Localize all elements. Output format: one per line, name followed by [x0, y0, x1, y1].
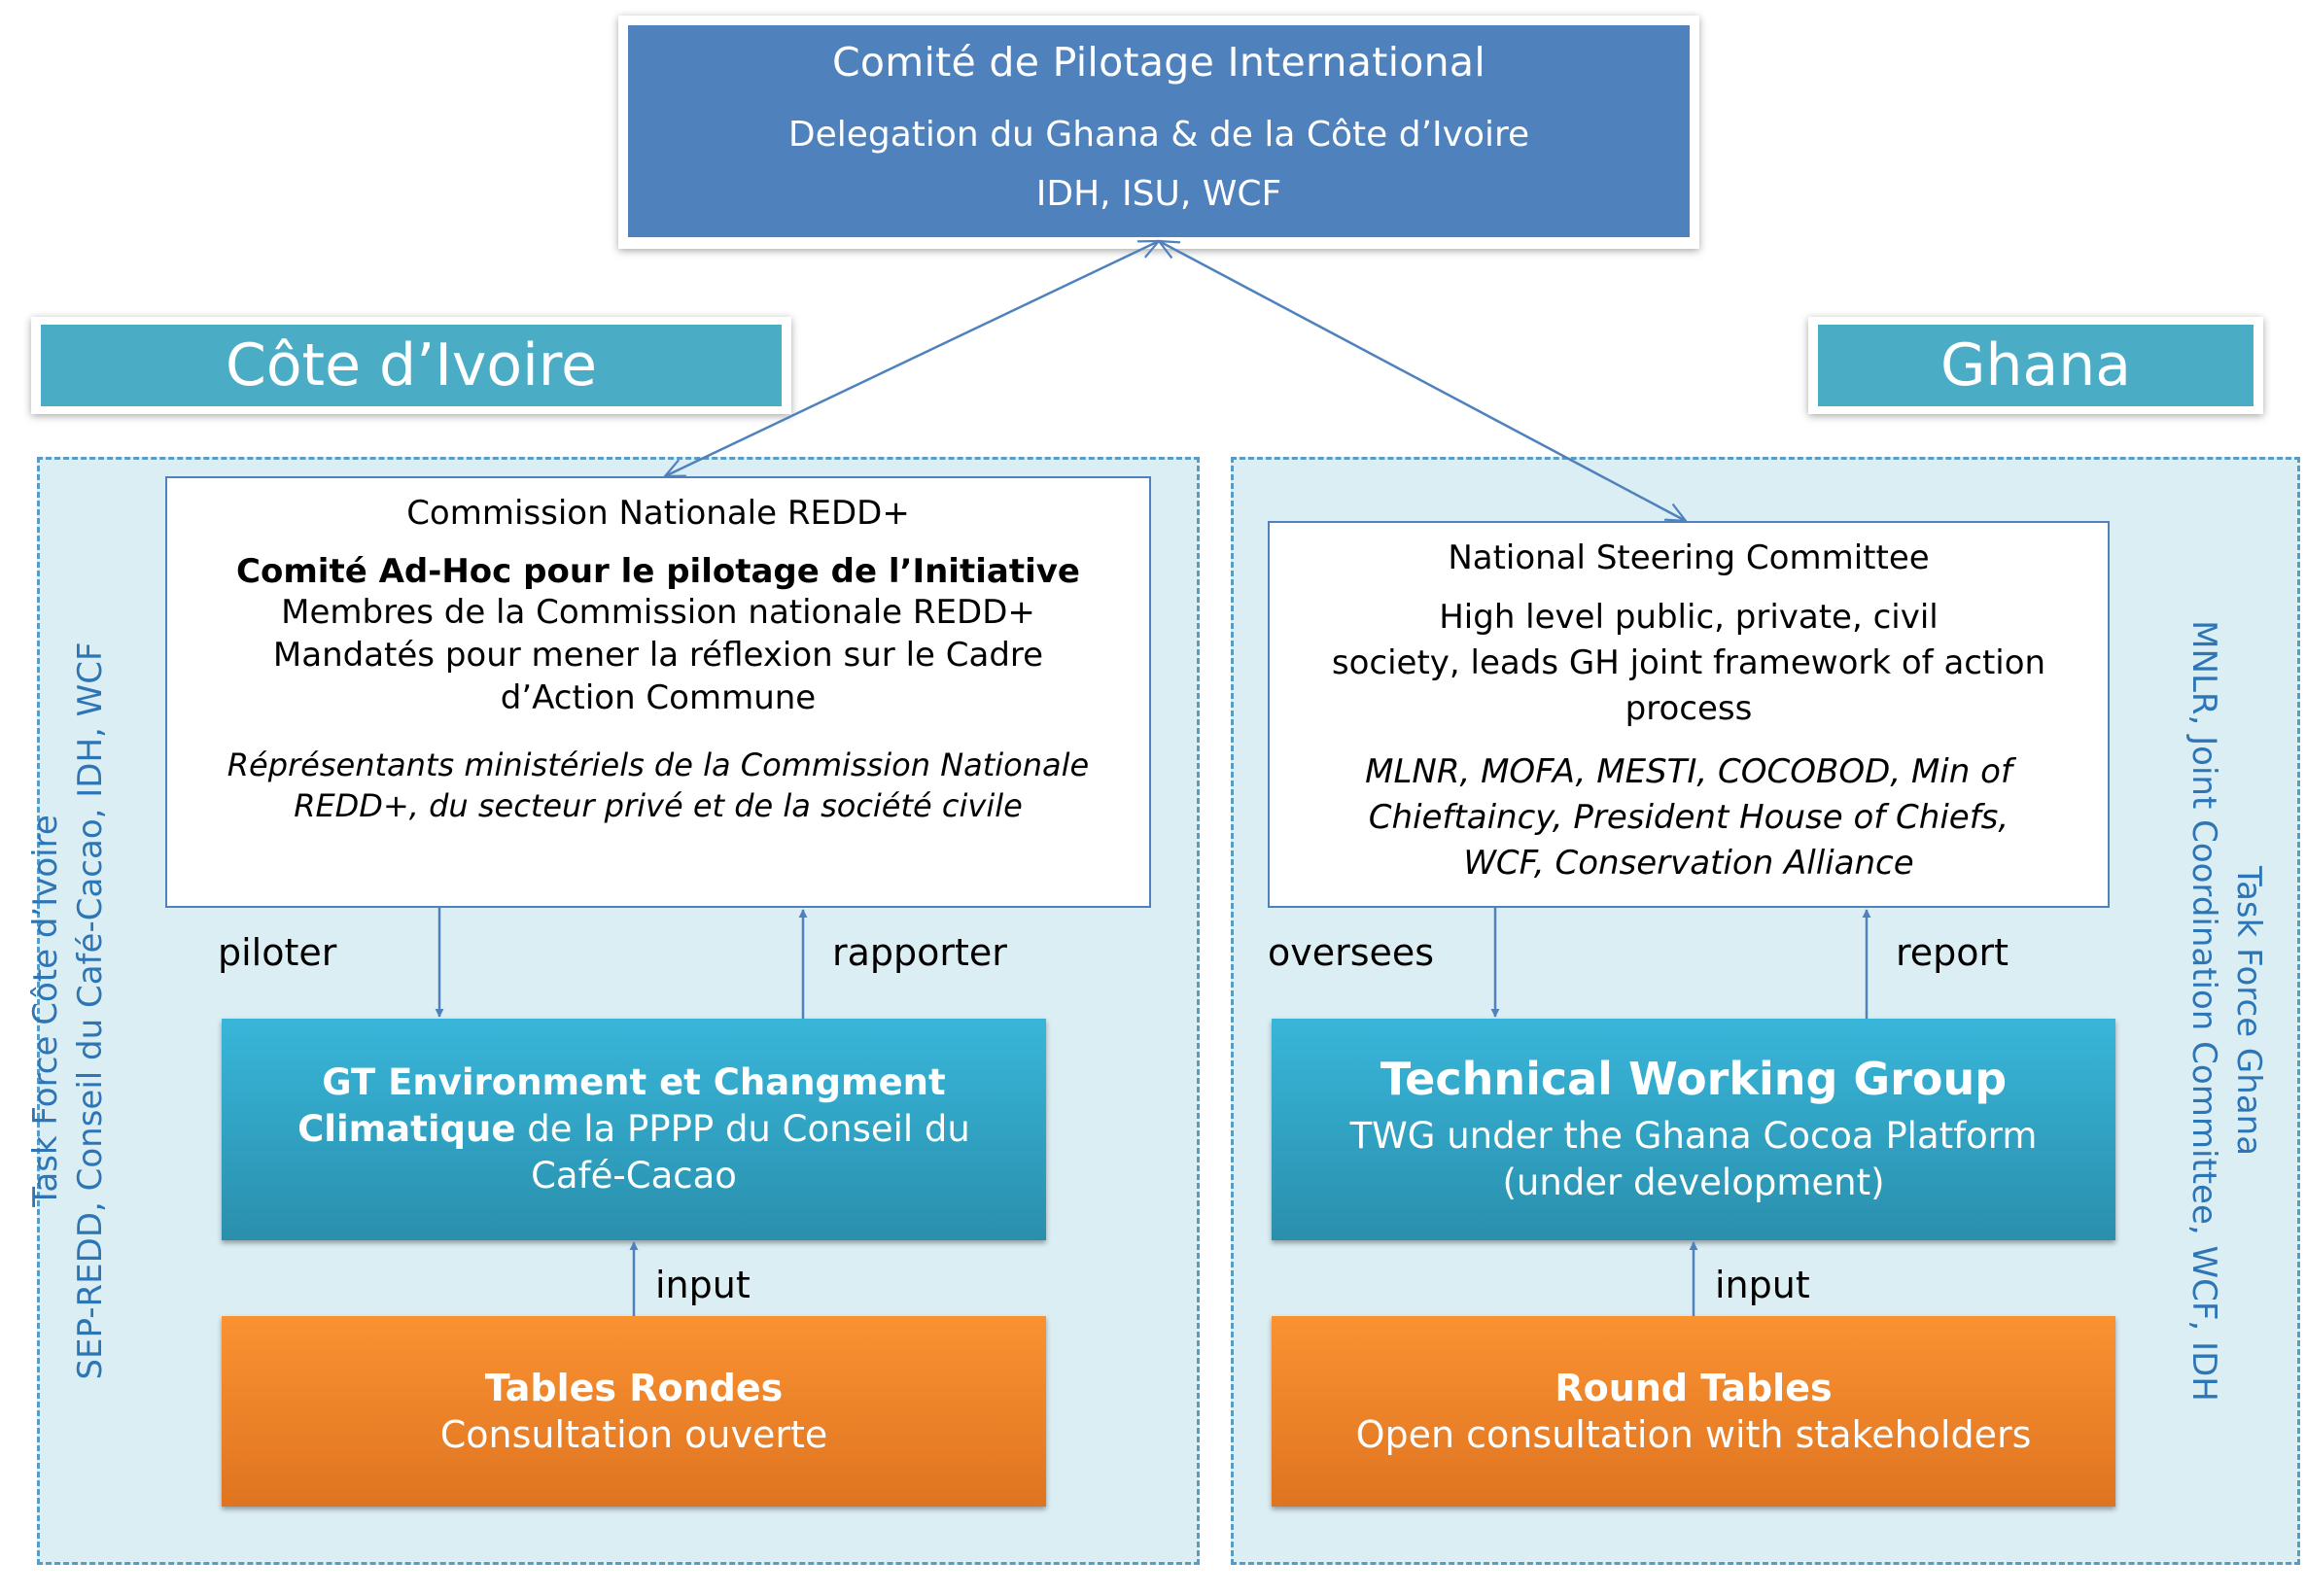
report-label: report	[1896, 931, 2009, 974]
international-steering-committee-box: Comité de Pilotage International Delegat…	[628, 25, 1690, 237]
gt-environment-working-group-box: GT Environment et Changment Climatique d…	[222, 1019, 1046, 1240]
commission-heading: Commission Nationale REDD+	[406, 494, 910, 533]
steering-committee-line-2: society, leads GH joint framework of act…	[1331, 643, 2046, 682]
arrow-top-to-gh	[1159, 241, 1686, 521]
steering-committee-line-3: process	[1625, 689, 1753, 728]
steering-committee-italic-line-1: MLNR, MOFA, MESTI, COCOBOD, Min of	[1365, 752, 2012, 791]
twg-line-1: TWG under the Ghana Cocoa Platform	[1349, 1115, 2038, 1157]
steering-committee-lines: High level public, private, civil societ…	[1332, 595, 2045, 732]
gh-input-label: input	[1715, 1264, 1810, 1306]
gt-line-1: GT Environment et Changment	[322, 1059, 945, 1106]
gt-line-2: Climatique de la PPPP du Conseil du	[297, 1106, 970, 1153]
national-steering-committee-box: National Steering Committee High level p…	[1268, 521, 2110, 908]
piloter-label: piloter	[218, 931, 337, 974]
steering-committee-italic-line-2: Chieftaincy, President House of Chiefs,	[1368, 798, 2009, 837]
international-committee-delegation: Delegation du Ghana & de la Côte d’Ivoir…	[787, 115, 1530, 155]
international-committee-members: IDH, ISU, WCF	[1035, 174, 1282, 214]
ghana-label: Ghana	[1818, 325, 2254, 406]
commission-line-3: d’Action Commune	[500, 678, 817, 717]
tables-rondes-title: Tables Rondes	[484, 1367, 784, 1409]
international-committee-title: Comité de Pilotage International	[831, 39, 1486, 86]
technical-working-group-box: Technical Working Group TWG under the Gh…	[1272, 1019, 2115, 1240]
oversees-label: oversees	[1268, 931, 1435, 974]
steering-committee-heading: National Steering Committee	[1448, 538, 1930, 577]
twg-line-2: (under development)	[1502, 1162, 1885, 1203]
commission-line-2: Mandatés pour mener la réflexion sur le …	[272, 636, 1044, 675]
round-tables-box: Round Tables Open consultation with stak…	[1272, 1316, 2115, 1507]
round-tables-subtitle: Open consultation with stakeholders	[1355, 1413, 2032, 1456]
twg-title: Technical Working Group	[1380, 1053, 2008, 1105]
commission-italic-line-2: REDD+, du secteur privé et de la société…	[294, 787, 1023, 824]
cote-divoire-label: Côte d’Ivoire	[41, 325, 782, 406]
gt-rest-2: de la PPPP du Conseil du	[515, 1108, 970, 1150]
round-tables-title: Round Tables	[1555, 1367, 1833, 1409]
commission-italic-block: Réprésentants ministériels de la Commiss…	[227, 745, 1089, 826]
commission-bold-line: Comité Ad-Hoc pour le pilotage de l’Init…	[236, 552, 1080, 591]
tables-rondes-box: Tables Rondes Consultation ouverte	[222, 1316, 1046, 1507]
tables-rondes-subtitle: Consultation ouverte	[439, 1413, 828, 1456]
gt-bold-1: GT Environment et Changment	[322, 1061, 946, 1103]
steering-committee-italic-line-3: WCF, Conservation Alliance	[1463, 844, 1914, 883]
steering-committee-italic-block: MLNR, MOFA, MESTI, COCOBOD, Min of Chief…	[1365, 749, 2012, 886]
rapporter-label: rapporter	[832, 931, 1007, 974]
gt-line-3: Café-Cacao	[531, 1155, 737, 1197]
commission-italic-line-1: Réprésentants ministériels de la Commiss…	[227, 746, 1090, 783]
steering-committee-line-1: High level public, private, civil	[1439, 598, 1939, 637]
commission-nationale-redd-box: Commission Nationale REDD+ Comité Ad-Hoc…	[165, 476, 1151, 908]
arrow-top-to-ci	[665, 241, 1159, 476]
gt-bold-2: Climatique	[297, 1108, 516, 1150]
ci-input-label: input	[655, 1264, 751, 1306]
commission-line-1: Membres de la Commission nationale REDD+	[281, 593, 1035, 632]
